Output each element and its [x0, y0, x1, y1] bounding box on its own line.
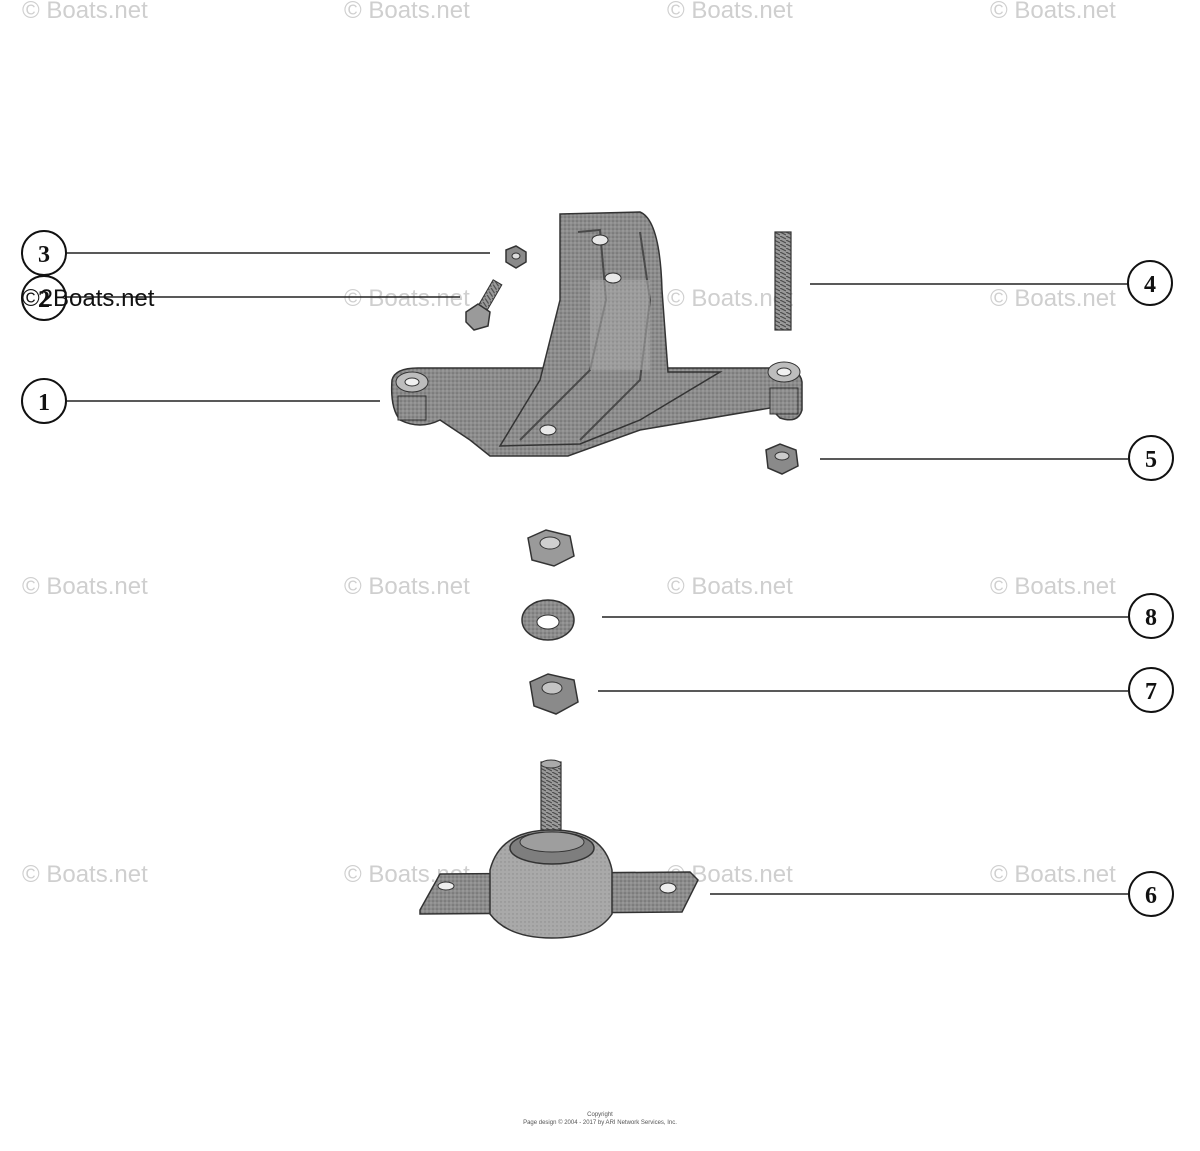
watermark: © Boats.net [990, 573, 1116, 600]
watermark: © Boats.net [990, 0, 1116, 24]
callout-8: 8 [1128, 593, 1174, 639]
watermark: © Boats.net [22, 861, 148, 888]
part-nut-5 [765, 443, 799, 475]
callout-label: 4 [1144, 272, 1156, 298]
copyright-footer: Copyright Page design © 2004 - 2017 by A… [523, 1112, 677, 1126]
part-small-nut [505, 245, 527, 269]
watermark: © Boats.net [667, 573, 793, 600]
callout-label: 6 [1145, 883, 1157, 909]
watermark: © Boats.net [990, 285, 1116, 312]
part-nut-upper [527, 529, 575, 567]
callout-3: 3 [21, 230, 67, 276]
callout-2: 2 [21, 275, 67, 321]
watermark: © Boats.net [667, 0, 793, 24]
watermark: © Boats.net [990, 861, 1116, 888]
part-bolt [465, 279, 503, 331]
callout-1: 1 [21, 378, 67, 424]
watermark: © Boats.net [22, 573, 148, 600]
copyright-line-1: Copyright [587, 1112, 613, 1118]
part-bracket [390, 211, 803, 457]
callout-label: 1 [38, 390, 50, 416]
part-stud [774, 231, 792, 331]
watermark: © Boats.net [344, 573, 470, 600]
callout-label: 5 [1145, 447, 1157, 473]
callout-label: 3 [38, 242, 50, 268]
part-washer [521, 599, 575, 641]
callout-label: 8 [1145, 605, 1157, 631]
copyright-line-2: Page design © 2004 - 2017 by ARI Network… [523, 1119, 677, 1126]
overlay-watermark: ©2Boats.net [22, 285, 155, 312]
callout-7: 7 [1128, 667, 1174, 713]
watermark: © Boats.net [344, 0, 470, 24]
watermark: © Boats.net [344, 285, 470, 312]
callout-6: 6 [1128, 871, 1174, 917]
callout-5: 5 [1128, 435, 1174, 481]
callout-4: 4 [1127, 260, 1173, 306]
watermark: © Boats.net [22, 0, 148, 24]
callout-label: 7 [1145, 679, 1157, 705]
callout-label: 2 [38, 287, 50, 313]
leader-lines [66, 252, 1128, 895]
part-rubber-mount [419, 759, 699, 939]
watermark: © Boats.net [667, 285, 793, 312]
part-nut-7 [529, 673, 579, 715]
